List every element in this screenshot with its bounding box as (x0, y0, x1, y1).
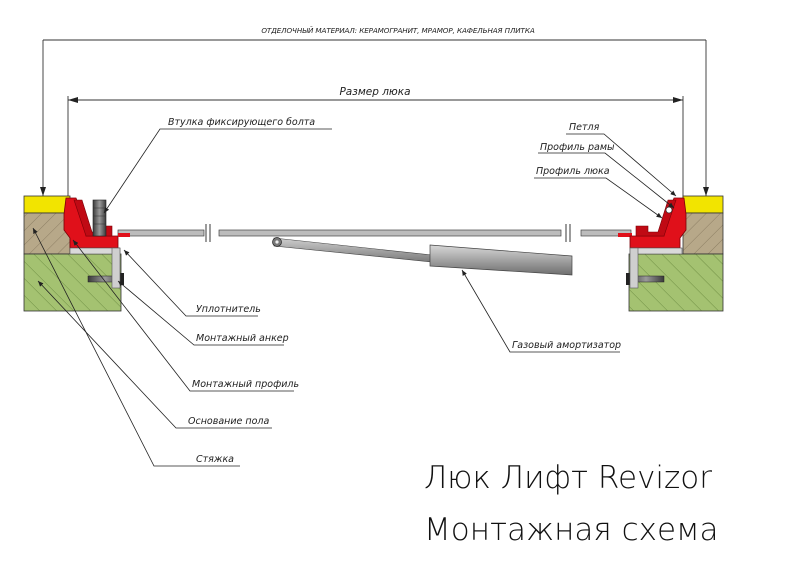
callout-floor-base: Основание пола (188, 416, 269, 427)
callout-frame-profile: Профиль рамы (540, 142, 615, 153)
callout-seal: Уплотнитель (196, 304, 261, 315)
left-anchor-head (120, 273, 124, 285)
leader-lines (32, 128, 677, 467)
callout-mounting-anchor: Монтажный анкер (196, 333, 289, 344)
right-anchor-head (626, 273, 630, 285)
finish-material-label: ОТДЕЛОЧНЫЙ МАТЕРИАЛ: КЕРАМОГРАНИТ, МРАМО… (261, 26, 534, 35)
gas-strut (272, 237, 573, 276)
left-tile-layer (23, 195, 71, 214)
right-screed-layer (682, 212, 724, 255)
callout-fixing-bolt-bushing: Втулка фиксирующего болта (168, 117, 315, 128)
fixing-bolt-bushing (92, 199, 107, 237)
right-floor-section (626, 195, 724, 312)
left-base-layer (23, 253, 122, 312)
right-frame-profile (629, 197, 687, 289)
finish-material-dimension: ОТДЕЛОЧНЫЙ МАТЕРИАЛ: КЕРАМОГРАНИТ, МРАМО… (40, 26, 709, 196)
title-line-1: Люк Лифт Revizor (424, 460, 712, 496)
hatch-size-dimension: Размер люка (67, 86, 684, 204)
right-tile-layer (682, 195, 724, 214)
callout-hatch-profile: Профиль люка (536, 166, 610, 177)
right-base-layer (628, 253, 724, 312)
callout-hinge: Петля (569, 122, 600, 133)
left-screed-layer (23, 212, 71, 255)
hatch-size-label: Размер люка (339, 86, 410, 98)
callout-mounting-profile: Монтажный профиль (192, 379, 299, 390)
callout-screed: Стяжка (196, 454, 234, 465)
title-line-2: Монтажная схема (424, 512, 718, 548)
hatch-lid (117, 224, 632, 242)
callout-gas-strut: Газовый амортизатор (512, 340, 621, 351)
